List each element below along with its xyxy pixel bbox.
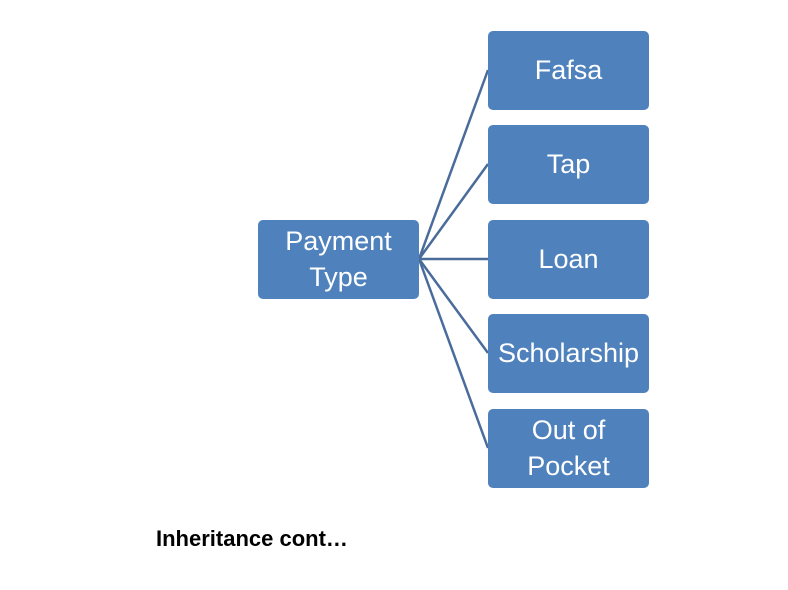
payment-type-node: Payment Type	[258, 220, 419, 299]
slide-caption: Inheritance cont…	[156, 526, 348, 551]
connector-fafsa	[417, 69, 490, 260]
connector-out-of-pocket	[417, 258, 490, 449]
tap-node: Tap	[488, 125, 649, 204]
connector-scholarship	[417, 258, 490, 354]
out-of-pocket-node: Out of Pocket	[488, 409, 649, 488]
scholarship-node: Scholarship	[488, 314, 649, 393]
loan-node: Loan	[488, 220, 649, 299]
connector-tap	[417, 163, 490, 260]
fafsa-node: Fafsa	[488, 31, 649, 110]
